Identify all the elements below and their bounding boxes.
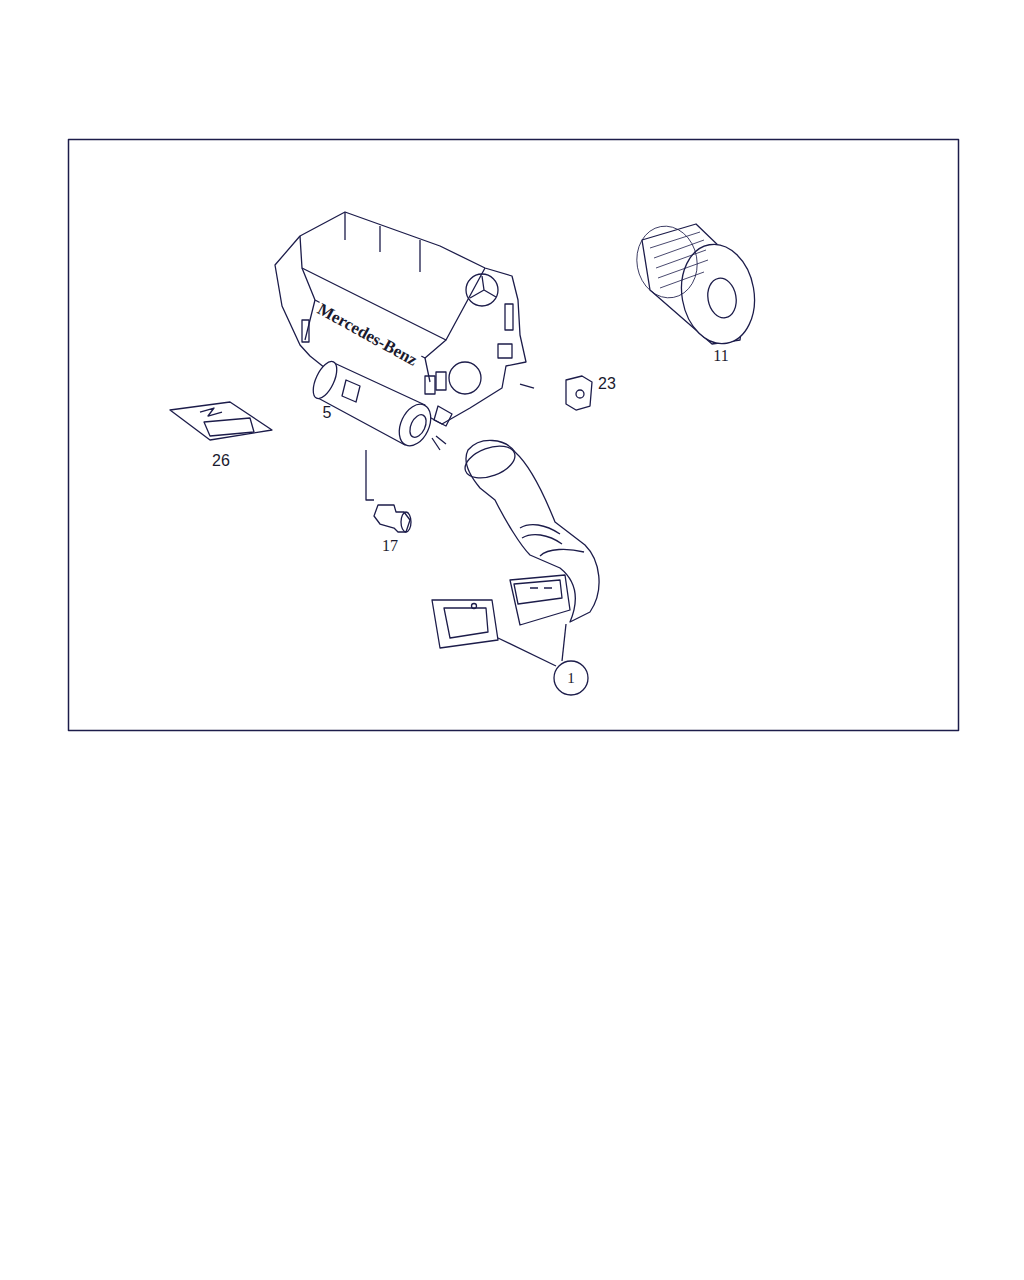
callout-number: 23 (598, 376, 616, 392)
callout-number: 5 (323, 405, 332, 421)
callout-number: 17 (382, 538, 398, 554)
callout-circle: 1 (553, 660, 589, 696)
callout-number: 11 (713, 348, 728, 364)
callout-number: 26 (212, 453, 230, 469)
callout-number: 1 (553, 670, 589, 687)
